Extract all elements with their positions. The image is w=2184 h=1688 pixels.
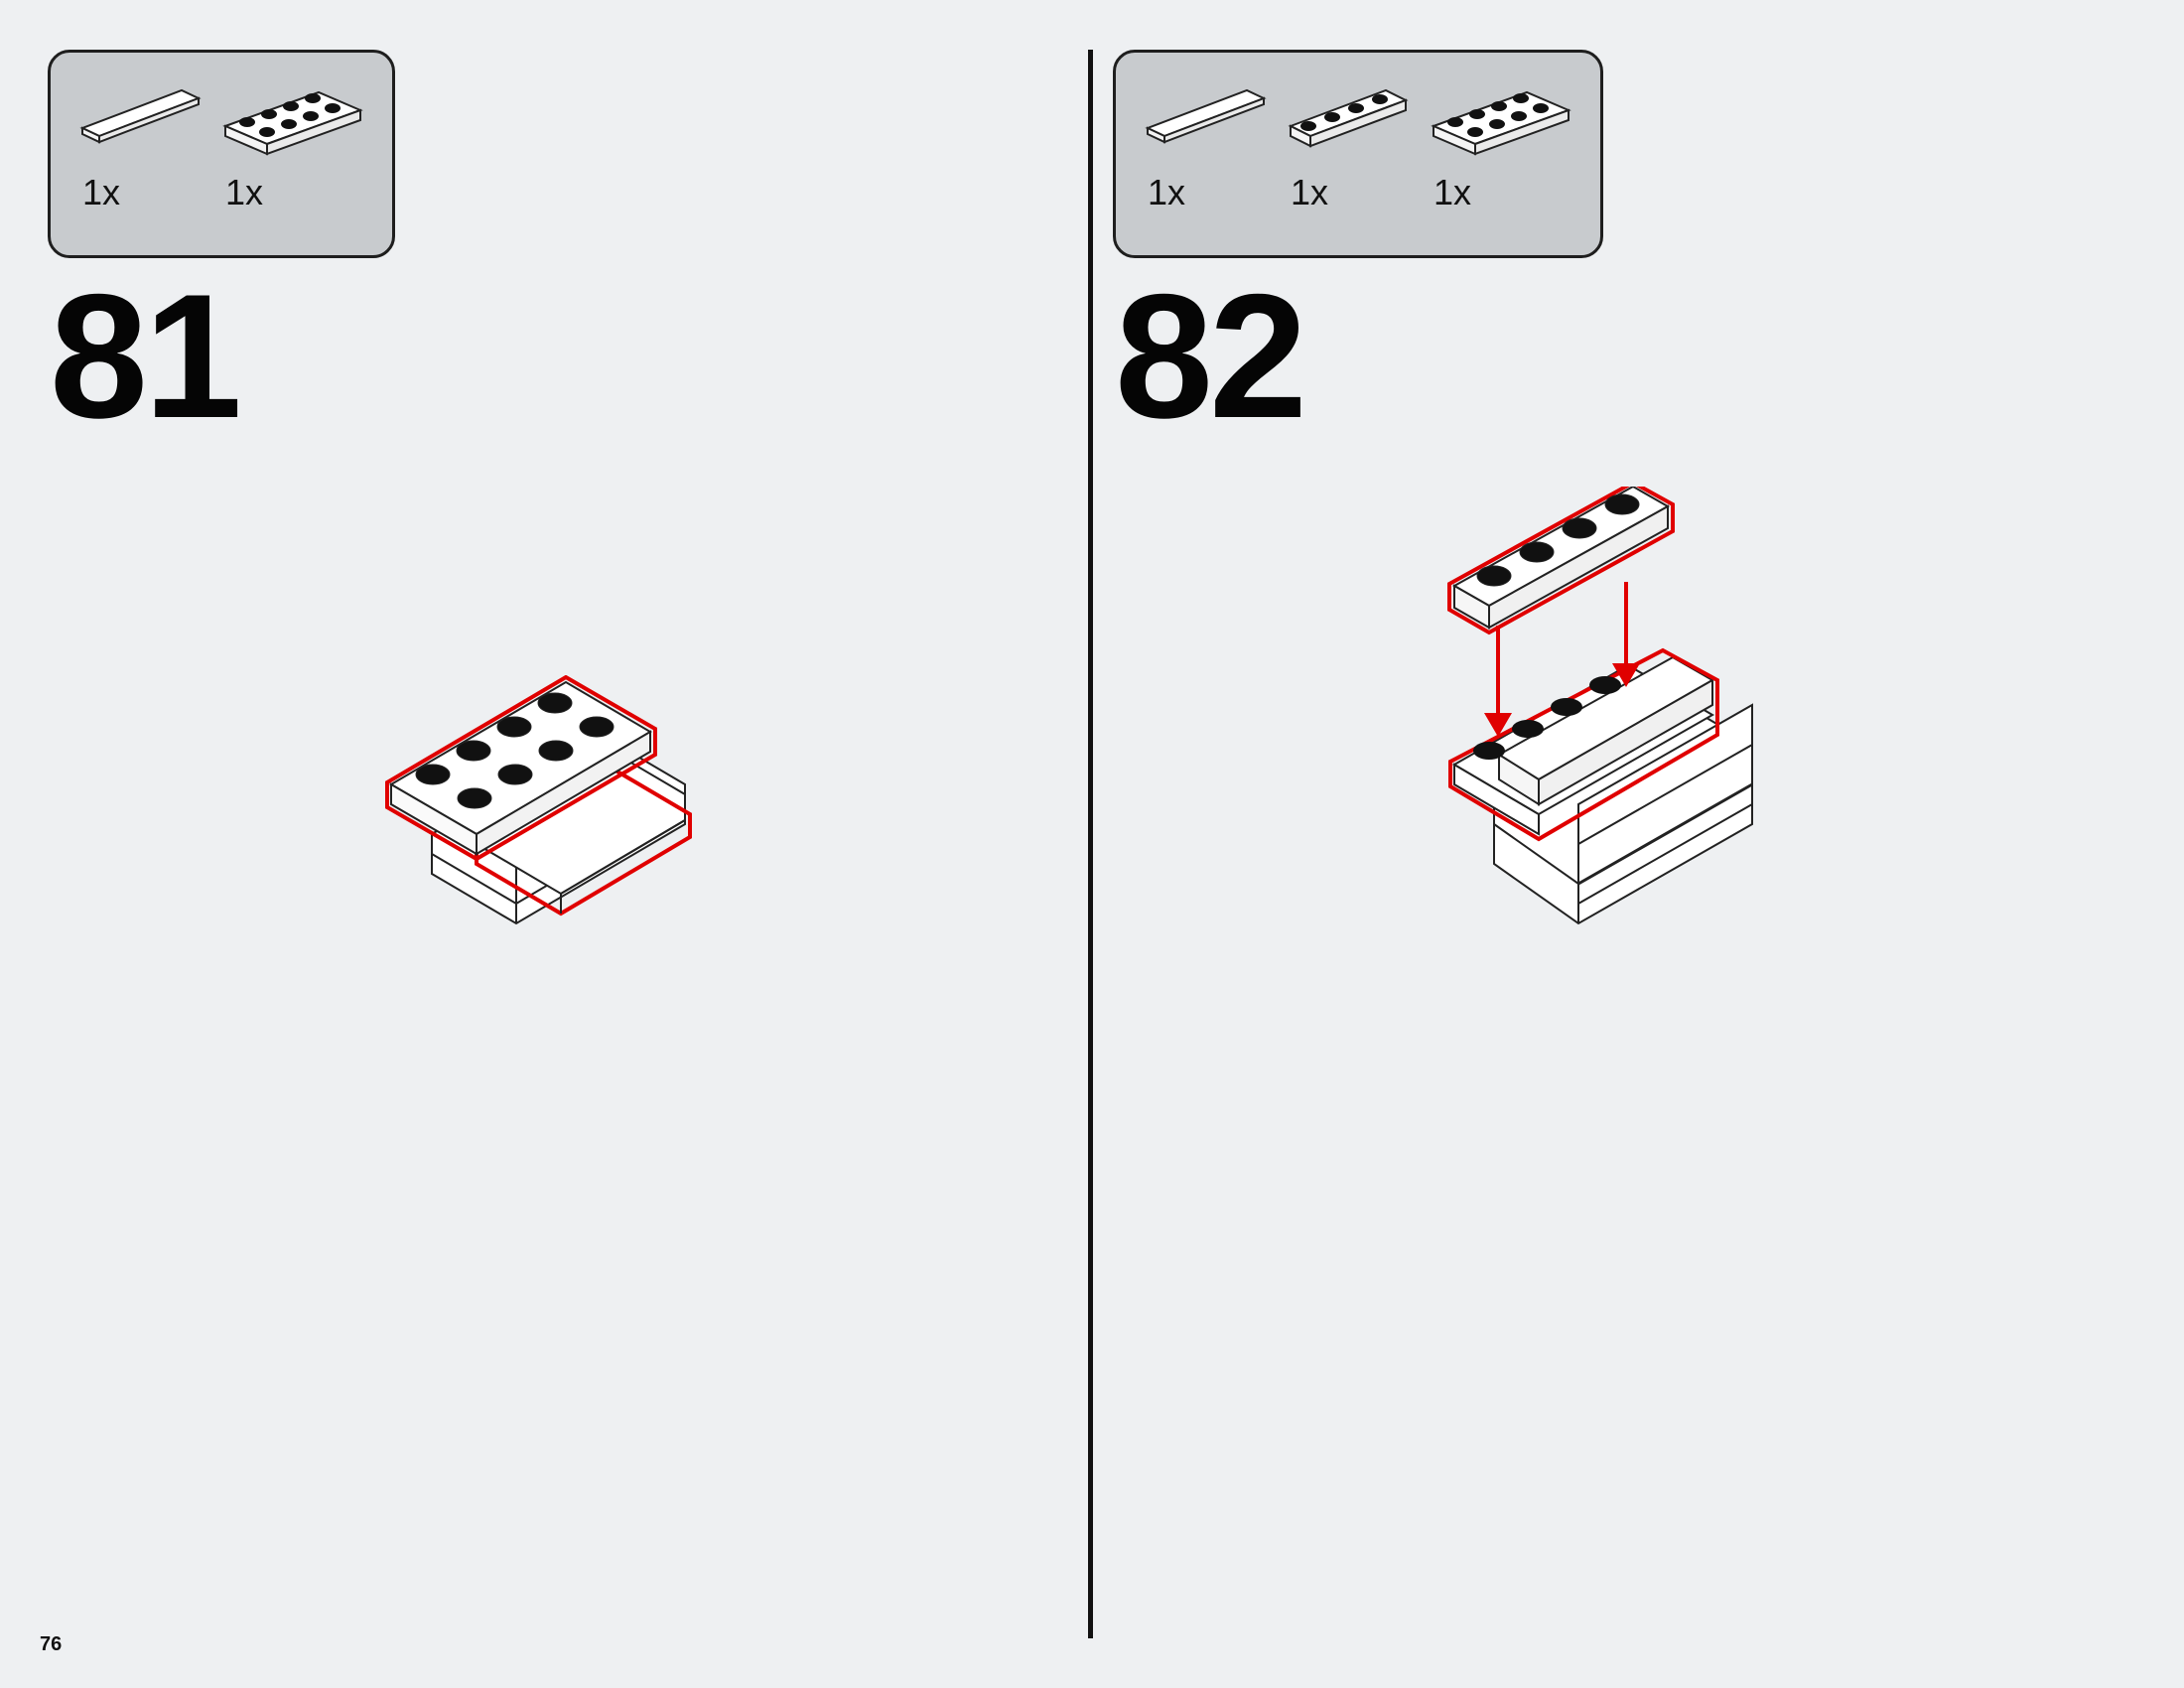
part-quantity: 1x	[1433, 172, 1472, 212]
plate-2x4-icon	[1430, 76, 1573, 166]
parts-list-step-81: 1x 1x	[48, 50, 395, 258]
tile-1x4-icon	[78, 76, 203, 156]
step-81-model-illustration	[377, 675, 715, 933]
page-divider	[1088, 50, 1093, 1638]
part-quantity: 1x	[1291, 172, 1329, 212]
plate-2x4-icon	[221, 76, 365, 166]
part-quantity: 1x	[1148, 172, 1186, 212]
step-number-82: 82	[1115, 257, 1307, 455]
part-quantity: 1x	[82, 172, 121, 212]
tile-1x4-icon	[1144, 76, 1268, 156]
page-number: 76	[40, 1633, 63, 1655]
parts-list-step-82: 1x 1x 1x	[1113, 50, 1603, 258]
step-number-81: 81	[50, 257, 242, 455]
part-quantity: 1x	[225, 172, 264, 212]
step-82-model-illustration	[1444, 487, 1772, 933]
plate-1x4-icon	[1287, 76, 1411, 156]
